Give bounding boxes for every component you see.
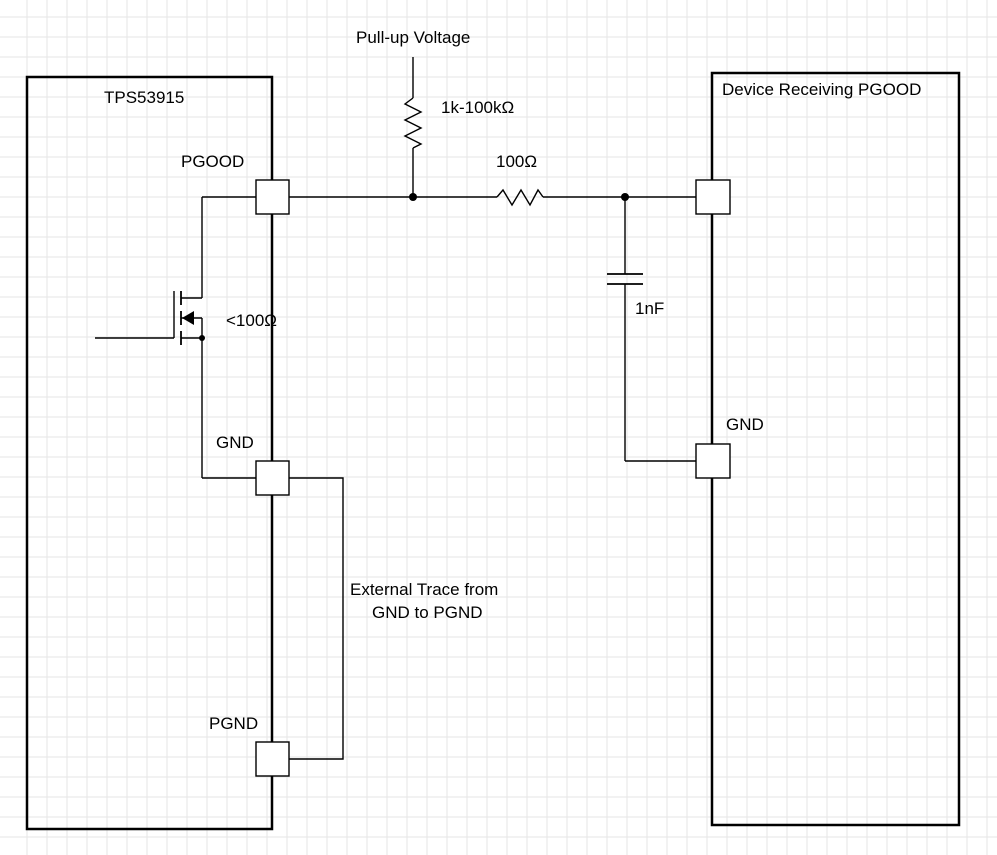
fet-resistance-label: <100Ω — [226, 311, 277, 330]
series-resistor-label: 100Ω — [496, 152, 537, 171]
pullup-voltage-label: Pull-up Voltage — [356, 28, 470, 47]
mosfet-source-junction — [199, 335, 205, 341]
ic-name-label: TPS53915 — [104, 88, 184, 107]
pgood-net — [289, 188, 696, 207]
tps53915-block — [25, 75, 274, 831]
pgood-junction — [409, 193, 417, 201]
pgood-pin-label: PGOOD — [181, 152, 244, 171]
device-gnd-pad — [695, 443, 731, 479]
pull-down-mosfet — [95, 196, 256, 479]
pullup-resistor — [403, 57, 423, 197]
device-gnd-label: GND — [726, 415, 764, 434]
pgnd-pin-label: PGND — [209, 714, 258, 733]
device-pgood-pad — [695, 179, 731, 215]
capacitor-1nf — [607, 197, 696, 462]
pullup-resistor-label: 1k-100kΩ — [441, 98, 514, 117]
trace-note-line1: External Trace from — [350, 580, 498, 599]
device-name-label: Device Receiving PGOOD — [722, 80, 921, 99]
gnd-pin-label: GND — [216, 433, 254, 452]
receiving-device-block — [710, 71, 961, 827]
pgood-pad — [255, 179, 290, 215]
pgnd-pad — [255, 741, 290, 777]
capacitor-label: 1nF — [635, 299, 664, 318]
trace-note-line2: GND to PGND — [372, 603, 483, 622]
external-trace — [289, 477, 344, 760]
gnd-pad — [255, 460, 290, 496]
